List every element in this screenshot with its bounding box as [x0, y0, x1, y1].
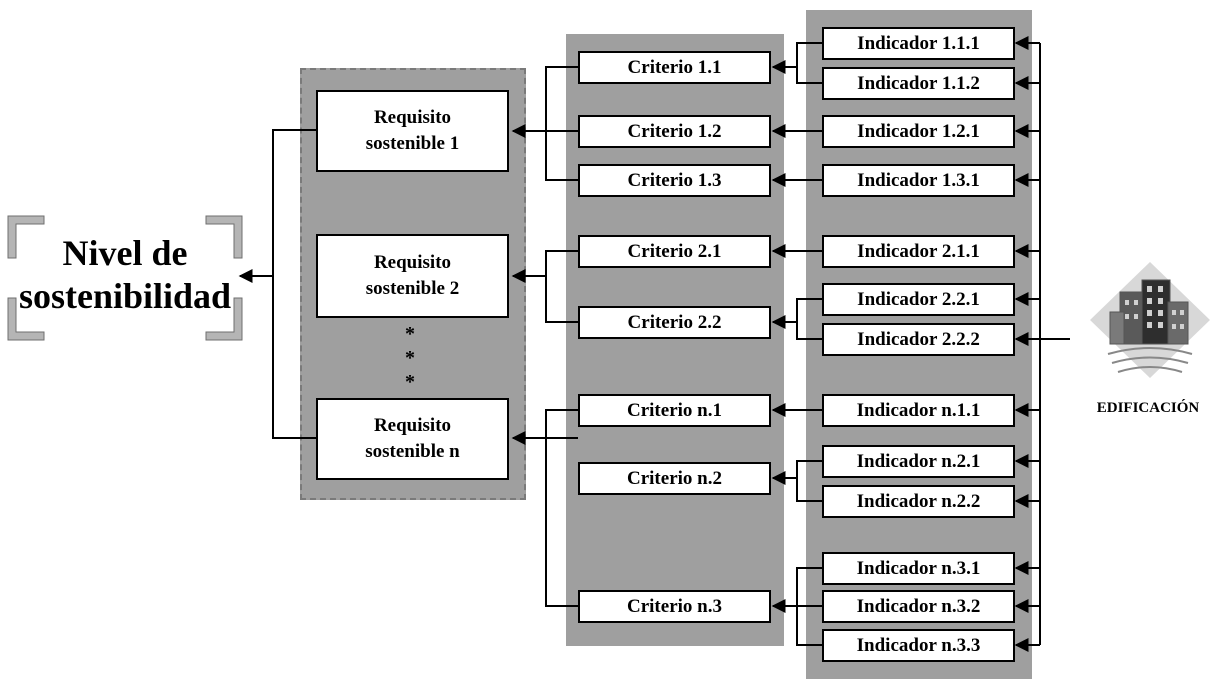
criterio-box-n-3: Criterio n.3: [578, 590, 771, 623]
criterio-box-1-3: Criterio 1.3: [578, 164, 771, 197]
indicador-box-n-2-1: Indicador n.2.1: [822, 445, 1015, 478]
building-icon: [1090, 262, 1210, 378]
criterio-box-n-1: Criterio n.1: [578, 394, 771, 427]
indicador-box-2-2-1: Indicador 2.2.1: [822, 283, 1015, 316]
indicador-box-1-1-1: Indicador 1.1.1: [822, 27, 1015, 60]
criterio-box-1-2: Criterio 1.2: [578, 115, 771, 148]
indicador-box-1-2-1: Indicador 1.2.1: [822, 115, 1015, 148]
indicador-box-1-1-2: Indicador 1.1.2: [822, 67, 1015, 100]
indicador-box-2-2-2: Indicador 2.2.2: [822, 323, 1015, 356]
indicador-box-2-1-1: Indicador 2.1.1: [822, 235, 1015, 268]
indicador-box-n-3-3: Indicador n.3.3: [822, 629, 1015, 662]
indicador-box-n-3-2: Indicador n.3.2: [822, 590, 1015, 623]
requisito-box-n: Requisito sostenible n: [316, 398, 509, 480]
ellipsis-dots: * * *: [405, 323, 415, 393]
building-label: EDIFICACIÓN: [1096, 400, 1200, 416]
indicador-box-1-3-1: Indicador 1.3.1: [822, 164, 1015, 197]
requisito-box-1: Requisito sostenible 1: [316, 90, 509, 172]
criterio-box-1-1: Criterio 1.1: [578, 51, 771, 84]
criterio-box-n-2: Criterio n.2: [578, 462, 771, 495]
criterio-box-2-1: Criterio 2.1: [578, 235, 771, 268]
indicador-box-n-2-2: Indicador n.2.2: [822, 485, 1015, 518]
criterio-box-2-2: Criterio 2.2: [578, 306, 771, 339]
bracket-frame-icon: [7, 215, 243, 341]
requisito-box-2: Requisito sostenible 2: [316, 234, 509, 318]
sustainability-level-title: Nivel de sostenibilidad: [18, 233, 232, 317]
indicador-box-n-1-1: Indicador n.1.1: [822, 394, 1015, 427]
indicador-box-n-3-1: Indicador n.3.1: [822, 552, 1015, 585]
